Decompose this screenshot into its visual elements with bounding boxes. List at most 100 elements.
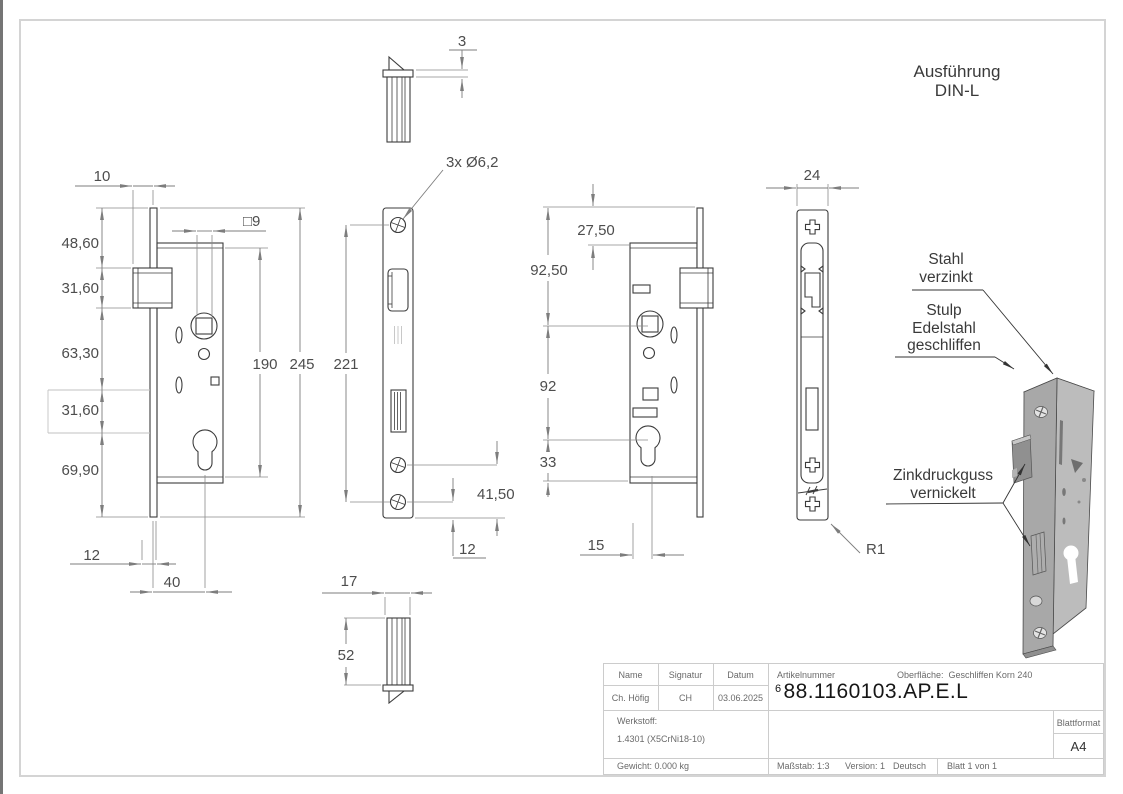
deadbolt-opening	[390, 389, 407, 433]
tb-gewicht: Gewicht: 0.000 kg	[617, 761, 690, 771]
follower-square	[190, 312, 218, 340]
dim-cylinder: 92	[540, 378, 557, 395]
dim-h2: 31,60	[61, 280, 99, 297]
dim-screw-to-end2: 12	[459, 541, 476, 558]
screw-hole-bottom	[389, 493, 407, 511]
dim-bottom-offset: 12	[83, 547, 100, 564]
latch-block-3d	[1011, 434, 1033, 484]
faceplate-3d	[1022, 377, 1058, 655]
slot-hole	[175, 326, 183, 344]
screw-3d	[1034, 406, 1048, 418]
dim-follower: 92,50	[530, 262, 568, 279]
execution-line2: DIN-L	[934, 81, 980, 100]
deadbolt-cutout	[805, 387, 819, 431]
latch-bottom-detail: 17 52	[322, 573, 432, 705]
execution-line1: Ausführung	[913, 62, 1001, 81]
window-left-edge	[0, 0, 3, 794]
follower-square	[636, 310, 664, 338]
slot-hole	[175, 376, 183, 394]
dim-plate-width: 24	[804, 167, 821, 184]
dim-corner-radius: R1	[866, 541, 885, 558]
dim-h1: 48,60	[61, 235, 99, 252]
body-slot-3d	[1059, 420, 1063, 465]
tb-werkstoff-value: 1.4301 (X5CrNi18-10)	[617, 734, 706, 744]
lock-case	[156, 242, 224, 484]
square-hole	[210, 376, 220, 386]
callout-zinc-line2: vernickelt	[910, 484, 976, 502]
slot-hole	[670, 326, 678, 344]
tb-datum-label: Datum	[727, 670, 754, 680]
lock-3d-render	[1011, 377, 1096, 659]
dim-backset: 40	[164, 574, 181, 591]
latch-top-detail: 3	[382, 33, 477, 143]
dim-latch-length: 52	[338, 647, 355, 664]
tb-name-value: Ch. Höfig	[611, 693, 650, 703]
lock-body-side	[1052, 377, 1095, 635]
faceplate-front-view: 3x Ø6,2 221 41,50 12	[333, 154, 515, 559]
tb-massstab: Maßstab: 1:3	[777, 761, 830, 771]
tb-blattformat-value: A4	[1070, 739, 1087, 754]
article-number-prefix: 6	[775, 683, 782, 695]
faceplate-edge	[696, 207, 704, 518]
slot-hole	[670, 376, 678, 394]
tb-sprache: Deutsch	[893, 761, 927, 771]
callout-steel-line1: Stahl	[928, 251, 964, 268]
faceplate	[382, 207, 414, 519]
tb-signatur-value: CH	[679, 693, 692, 703]
cylinder-keyhole	[635, 425, 661, 467]
tb-datum-value: 03.06.2025	[717, 693, 764, 703]
cylinder-keyhole	[192, 429, 218, 471]
callout-leaders	[885, 289, 1054, 547]
callout-stulp-line1: Stulp	[926, 302, 962, 319]
tb-version: Version: 1	[845, 761, 886, 771]
screw-3d	[1033, 627, 1047, 639]
plate-recess	[800, 242, 824, 484]
small-hole	[642, 346, 656, 360]
dim-latch-width: 17	[341, 573, 358, 590]
tb-artikel-label: Artikelnummer	[777, 670, 836, 680]
dim-flange-thickness: 3	[458, 33, 466, 50]
latch-bolt	[679, 267, 714, 309]
title-block: Name Signatur Datum Artikelnummer Oberfl…	[603, 663, 1104, 775]
latch-bolt	[132, 267, 173, 309]
dim-h4: 31,60	[61, 402, 99, 419]
dim-offset: 15	[588, 537, 605, 554]
callout-zinc-line1: Zinkdruckguss	[893, 467, 993, 484]
callout-stulp-line3: geschliffen	[907, 337, 981, 354]
dim-bottom: 33	[540, 454, 557, 471]
left-side-view	[47, 207, 224, 518]
dim-follower-square: □9	[243, 213, 260, 230]
slot	[632, 284, 651, 294]
article-number-value: 88.1160103.AP.E.L	[783, 680, 969, 703]
dim-holes: 3x Ø6,2	[446, 154, 499, 171]
faceplate-edge	[149, 207, 158, 518]
dim-screw-distance: 221	[333, 356, 358, 373]
callout-steel-line2: verzinkt	[919, 268, 973, 286]
section-break	[797, 485, 828, 496]
dim-screw-to-end: 41,50	[477, 486, 515, 503]
callout-stulp: Stulp Edelstahl geschliffen	[880, 302, 1008, 355]
latch-opening	[387, 268, 409, 312]
left-view-dimensions: 10 48,60 31,60 63,30 31,60 69,90 □9	[61, 168, 315, 594]
dim-latch-protrusion: 10	[94, 168, 111, 185]
callout-zinc: Zinkdruckguss vernickelt	[873, 467, 1013, 502]
square-hole	[642, 387, 659, 401]
screw-hole-mid	[389, 456, 407, 474]
callout-stulp-line2: Edelstahl	[912, 319, 976, 337]
tb-blatt: Blatt 1 von 1	[947, 761, 998, 771]
dim-plate-height: 245	[289, 356, 314, 373]
dim-case-height: 190	[252, 356, 277, 373]
article-number: 688.1160103.AP.E.L	[775, 680, 968, 704]
follower-hole-3d	[1071, 459, 1083, 473]
tb-name-label: Name	[618, 670, 643, 680]
slot	[632, 407, 658, 418]
deadbolt-slot-3d	[1030, 531, 1047, 576]
execution-note: Ausführung DIN-L	[877, 62, 1037, 100]
callout-steel: Stahl verzinkt	[896, 251, 996, 286]
tb-blattformat-label: Blattformat	[1056, 718, 1101, 728]
faceplate-face-view: 24 R1	[766, 167, 885, 558]
dim-top: 27,50	[577, 222, 615, 239]
cross-screw-hole	[804, 496, 821, 512]
